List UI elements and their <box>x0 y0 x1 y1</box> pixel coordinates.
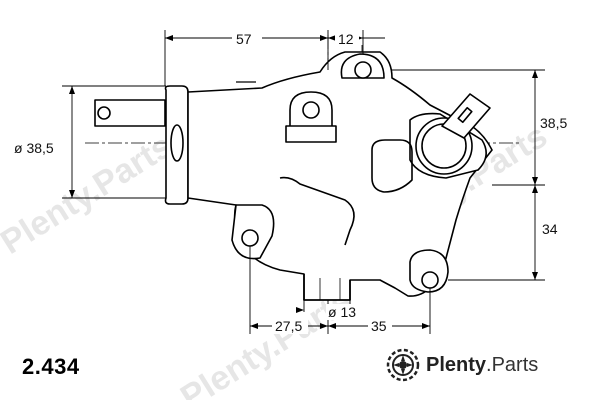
dim-top-right: 12 <box>338 31 354 47</box>
thermostat-housing <box>94 51 493 301</box>
dim-top-left: 57 <box>236 31 252 47</box>
brand-name: Plenty.Parts <box>426 354 538 377</box>
internal-cavity <box>371 139 413 193</box>
dimension-labels: 57 12 ø 38,5 38,5 34 27,5 ø 13 35 <box>14 30 578 334</box>
sensor-plug-pin <box>457 106 473 124</box>
dim-right-lower: 34 <box>542 221 558 237</box>
dim-right-upper: 38,5 <box>540 115 567 131</box>
gear-wheel-icon <box>386 348 420 382</box>
outlet-port <box>303 274 351 301</box>
middle-boss-base <box>285 125 337 143</box>
top-lug-hole <box>354 61 372 79</box>
lower-right-hole <box>421 271 439 289</box>
inlet-hole <box>97 106 111 120</box>
inlet-pipe <box>94 99 166 127</box>
brand-name-light: .Parts <box>486 353 539 376</box>
brand-name-bold: Plenty <box>426 353 487 376</box>
body-detail-line <box>279 176 355 246</box>
part-number: 2.434 <box>22 354 80 379</box>
dim-bottom-right: 35 <box>371 318 387 334</box>
middle-boss-hole <box>302 101 320 119</box>
dim-bottom-diameter: ø 13 <box>328 304 356 320</box>
dim-bottom-left: 27,5 <box>275 318 302 334</box>
brand-logo: Plenty.Parts <box>386 348 538 382</box>
lower-left-hole <box>241 229 259 247</box>
dim-left-diameter: ø 38,5 <box>14 140 54 156</box>
dimension-lines <box>62 30 545 334</box>
flange-slot <box>170 124 184 162</box>
